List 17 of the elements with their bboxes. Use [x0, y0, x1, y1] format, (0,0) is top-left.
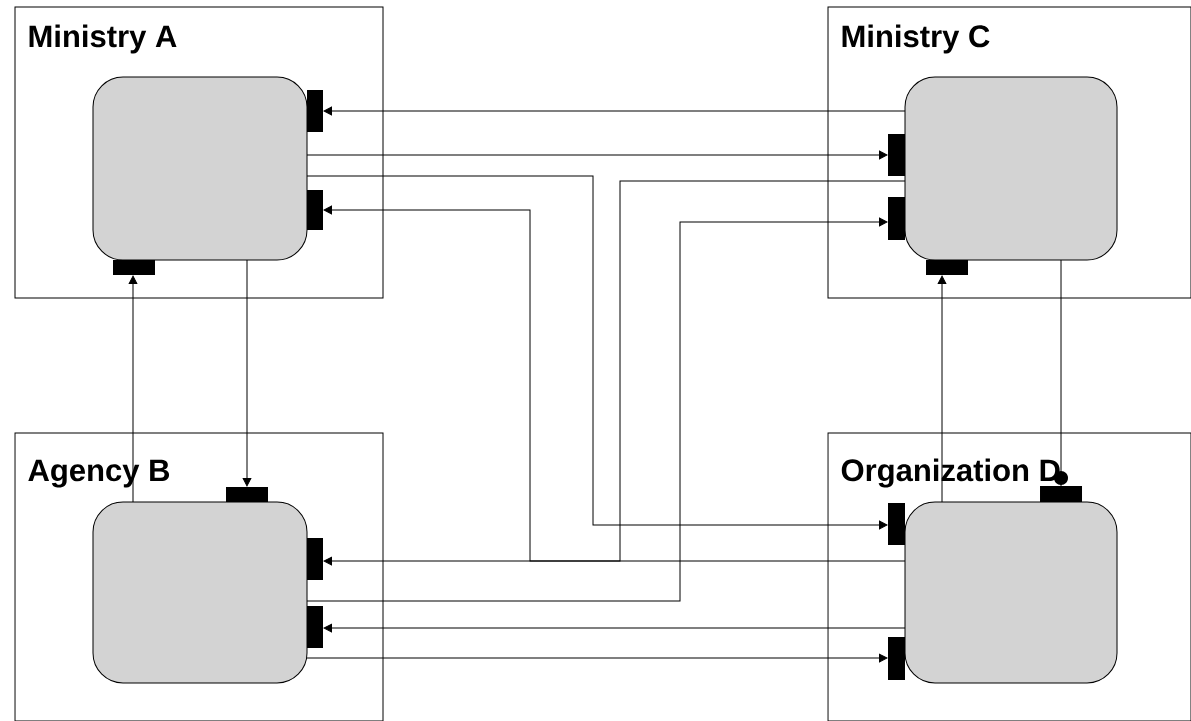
- arrow: [937, 275, 947, 503]
- arrow: [1054, 259, 1068, 487]
- department-box: Agency B: [14, 432, 384, 721]
- arrow: [306, 217, 888, 602]
- department-box: Ministry A: [14, 6, 384, 299]
- arrow: [242, 259, 252, 487]
- arrow: [323, 623, 906, 633]
- department-box: Ministry C: [827, 6, 1191, 299]
- arrow: [323, 556, 906, 566]
- arrow: [306, 150, 888, 160]
- rounded-box: [92, 501, 308, 684]
- rounded-box: [92, 76, 308, 261]
- rounded-box: [904, 76, 1118, 261]
- arrow: [323, 106, 906, 116]
- rounded-box: [904, 501, 1118, 684]
- arrow: [128, 275, 138, 503]
- arrow: [306, 653, 888, 663]
